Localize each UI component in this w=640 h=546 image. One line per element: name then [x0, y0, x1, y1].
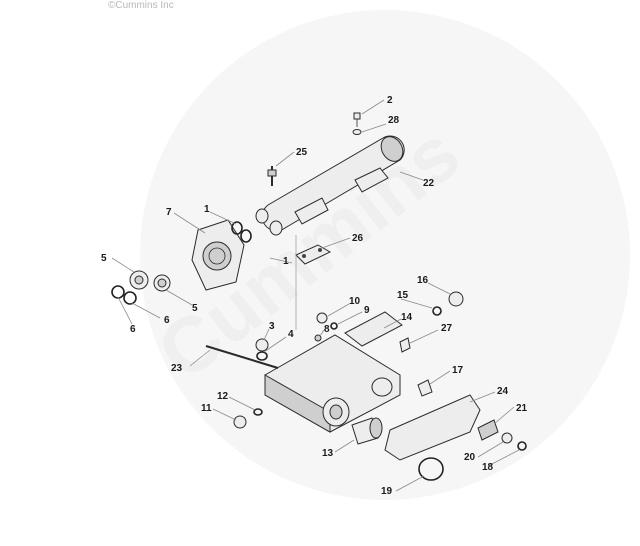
adapter-plate-part-7: [191, 219, 245, 291]
plug-part-20: [501, 432, 513, 444]
callout-6a: 6: [130, 324, 136, 335]
callout-5b: 5: [192, 303, 198, 314]
bolt-part-2: [352, 112, 362, 135]
callout-15: 15: [397, 290, 409, 301]
seal-part-6b: [123, 291, 137, 305]
o-ring-part-4: [256, 351, 268, 361]
cap-part-16: [448, 291, 464, 307]
part-callouts: 2 28 25 22 7 1 26 5 5 6 6 1 16 10 9 15 3…: [101, 95, 528, 497]
callout-5a: 5: [101, 253, 107, 264]
o-ring-part-15: [432, 306, 442, 316]
o-ring-part-9: [330, 322, 338, 330]
callout-13: 13: [322, 448, 334, 459]
o-ring-part-18: [517, 441, 527, 451]
callout-20: 20: [464, 452, 476, 463]
o-ring-part-1b: [240, 229, 252, 243]
callout-14: 14: [401, 312, 413, 323]
callout-11: 11: [201, 403, 212, 414]
callout-23: 23: [171, 363, 183, 374]
callout-9: 9: [364, 305, 370, 316]
gasket-part-24: [384, 394, 481, 461]
callout-24: 24: [497, 386, 509, 397]
washer-part-8: [314, 334, 322, 342]
callout-6b: 6: [164, 315, 170, 326]
callout-28: 28: [388, 115, 400, 126]
callout-3: 3: [269, 321, 275, 332]
callout-21: 21: [516, 403, 528, 414]
callout-22: 22: [423, 178, 435, 189]
oil-cooler-housing: [255, 135, 405, 236]
spring-part-21: [477, 419, 499, 441]
sleeve-part-13: [351, 417, 383, 445]
o-ring-part-1a: [231, 221, 243, 235]
callout-12: 12: [217, 391, 229, 402]
callout-16: 16: [417, 275, 429, 286]
o-ring-part-12: [253, 408, 263, 416]
bolt-part-23: [205, 345, 279, 369]
callout-1: 1: [204, 204, 210, 215]
plug-part-3: [255, 338, 269, 352]
callout-8: 8: [324, 324, 330, 335]
plug-part-5: [129, 270, 171, 292]
callout-19: 19: [381, 486, 393, 497]
stud-part-25: [267, 166, 277, 186]
plug-part-17: [417, 379, 433, 397]
callout-18: 18: [482, 462, 494, 473]
plug-part-10: [316, 312, 328, 324]
seal-part-6a: [111, 285, 125, 299]
callout-7: 7: [166, 207, 172, 218]
callout-2: 2: [387, 95, 393, 106]
copyright-notice: ©Cummins Inc: [108, 0, 174, 11]
callout-25: 25: [296, 147, 308, 158]
leader-lines: [111, 99, 520, 492]
callout-10: 10: [349, 296, 361, 307]
filter-head-body: [264, 311, 403, 433]
callout-27: 27: [441, 323, 453, 334]
valve-part-27: [399, 337, 411, 353]
nut-part-11: [233, 415, 247, 429]
callout-17: 17: [452, 365, 464, 376]
callout-1b: 1: [283, 256, 289, 267]
callout-26: 26: [352, 233, 364, 244]
callout-4: 4: [288, 329, 294, 340]
snap-ring-part-19: [418, 457, 444, 481]
